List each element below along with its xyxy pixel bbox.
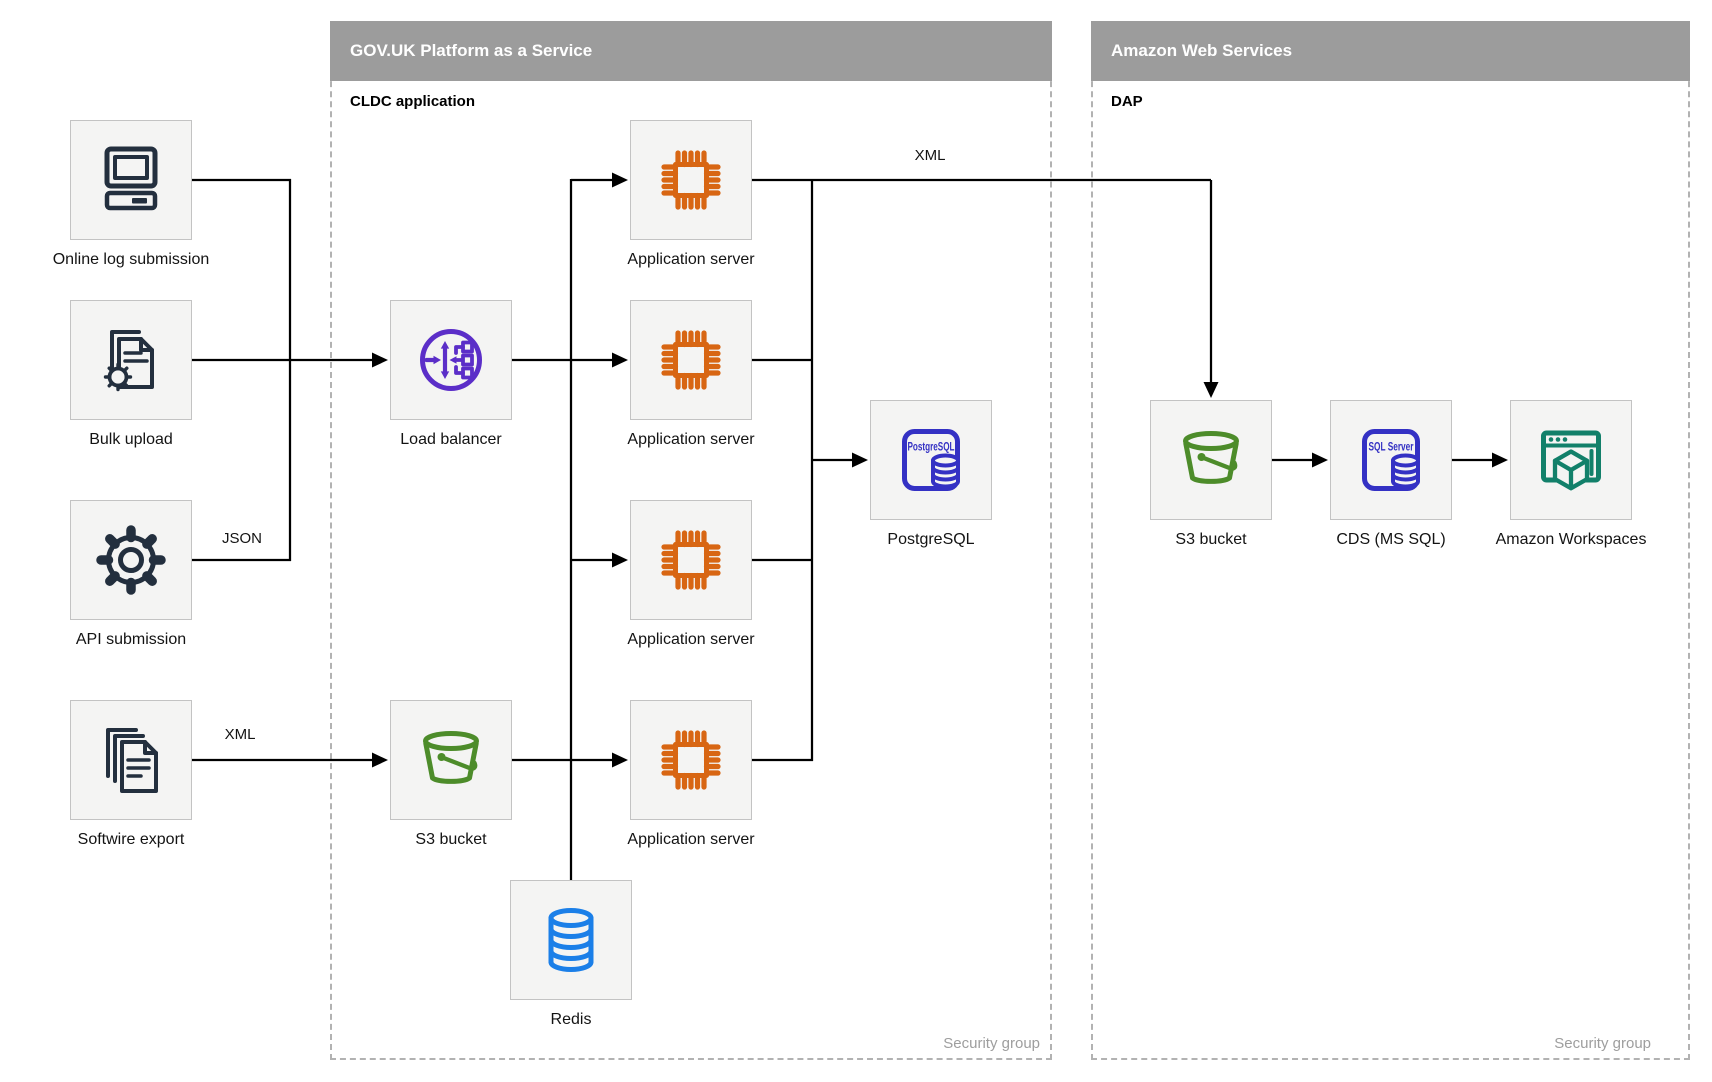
postgresql-icon: PostgreSQL xyxy=(902,429,960,491)
node-s3-bucket-govuk xyxy=(390,700,512,820)
node-cds-ms-sql: SQL Server xyxy=(1330,400,1452,520)
node-label-postgresql: PostgreSQL xyxy=(887,531,975,548)
node-label-application-server-3: Application server xyxy=(627,631,755,648)
node-label-application-server-4: Application server xyxy=(627,831,755,848)
aws-group-header: Amazon Web Services xyxy=(1091,21,1690,81)
node-s3-bucket-aws xyxy=(1150,400,1272,520)
chip-icon xyxy=(661,730,721,790)
govuk-group-subtitle: CLDC application xyxy=(350,93,476,110)
postgresql-icon-text: PostgreSQL xyxy=(908,442,955,454)
node-label-cds-ms-sql: CDS (MS SQL) xyxy=(1336,531,1446,548)
document-gear-icon xyxy=(103,330,154,392)
chip-icon xyxy=(661,330,721,390)
s3-bucket-icon xyxy=(423,731,479,784)
aws-group-subtitle: DAP xyxy=(1111,93,1143,110)
node-amazon-workspaces xyxy=(1510,400,1632,520)
chip-icon xyxy=(661,150,721,210)
node-application-server-2 xyxy=(630,300,752,420)
govuk-group-header: GOV.UK Platform as a Service xyxy=(330,21,1052,81)
node-bulk-upload xyxy=(70,300,192,420)
sql-server-icon-text: SQL Server xyxy=(1369,442,1414,454)
node-label-api-submission: API submission xyxy=(75,631,187,648)
node-online-log-submission xyxy=(70,120,192,240)
aws-security-group-label: Security group xyxy=(1554,1035,1651,1052)
edge-label-xml-app: XML xyxy=(914,147,946,164)
node-label-s3-bucket-aws: S3 bucket xyxy=(1175,531,1247,548)
govuk-paas-group: GOV.UK Platform as a Service CLDC applic… xyxy=(330,21,1052,1060)
govuk-group-title: GOV.UK Platform as a Service xyxy=(350,41,593,60)
load-balancer-icon xyxy=(420,329,482,391)
sql-server-icon: SQL Server xyxy=(1362,429,1420,491)
node-label-softwire-export: Softwire export xyxy=(77,831,185,848)
node-label-load-balancer: Load balancer xyxy=(400,431,502,448)
aws-group: Amazon Web Services DAP Security group xyxy=(1091,21,1690,1060)
edge-label-json: JSON xyxy=(221,530,262,547)
node-redis xyxy=(510,880,632,1000)
node-softwire-export xyxy=(70,700,192,820)
node-api-submission xyxy=(70,500,192,620)
node-application-server-1 xyxy=(630,120,752,240)
node-label-s3-bucket-govuk: S3 bucket xyxy=(415,831,487,848)
node-load-balancer xyxy=(390,300,512,420)
gear-icon xyxy=(96,525,166,595)
node-postgresql: PostgreSQL xyxy=(870,400,992,520)
workspaces-icon xyxy=(1541,430,1601,491)
node-label-redis: Redis xyxy=(550,1011,592,1028)
govuk-security-group-label: Security group xyxy=(943,1035,1040,1052)
node-application-server-4 xyxy=(630,700,752,820)
s3-bucket-icon xyxy=(1183,431,1239,484)
node-label-amazon-workspaces: Amazon Workspaces xyxy=(1495,531,1647,548)
node-label-application-server-2: Application server xyxy=(627,431,755,448)
edge-label-xml-softwire: XML xyxy=(224,726,256,743)
node-label-online-log-submission: Online log submission xyxy=(52,251,210,268)
chip-icon xyxy=(661,530,721,590)
computer-icon xyxy=(104,146,158,211)
database-icon xyxy=(548,908,594,972)
node-label-bulk-upload: Bulk upload xyxy=(89,431,173,448)
node-label-application-server-1: Application server xyxy=(627,251,755,268)
node-application-server-3 xyxy=(630,500,752,620)
documents-stack-icon xyxy=(106,728,158,793)
aws-group-title: Amazon Web Services xyxy=(1111,41,1293,60)
